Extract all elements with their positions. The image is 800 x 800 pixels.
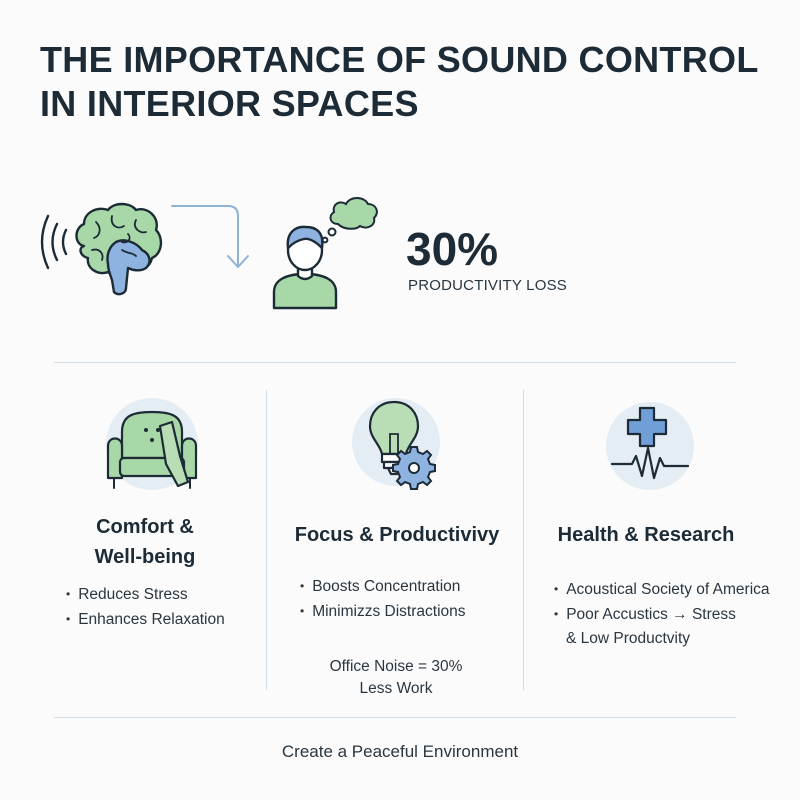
list-item: Boosts Concentration bbox=[300, 575, 466, 600]
armchair-icon bbox=[106, 398, 198, 490]
list-item: Minimizzs Distractions bbox=[300, 600, 465, 625]
list-item: Acoustical Society of America bbox=[554, 578, 769, 603]
list-item: Enhances Relaxation bbox=[66, 608, 225, 633]
page-title: THE IMPORTANCE OF SOUND CONTROL IN INTER… bbox=[40, 39, 758, 124]
thought-bubble-icon bbox=[321, 197, 378, 244]
column-title-focus: Focus & Productivivy bbox=[294, 524, 500, 546]
top-divider bbox=[54, 362, 736, 363]
column-divider-right bbox=[523, 390, 524, 690]
stat-value: 30% bbox=[406, 223, 499, 275]
stat-label: PRODUCTIVITY LOSS bbox=[408, 277, 567, 294]
person-icon bbox=[272, 225, 338, 310]
focus-note: Office Noise = 30% Less Work bbox=[329, 658, 463, 697]
list-item: Poor Accustics → Stress bbox=[554, 603, 770, 628]
lightbulb-gear-icon bbox=[352, 398, 440, 490]
bottom-divider bbox=[54, 717, 736, 718]
footer-tagline: Create a Peaceful Environment bbox=[281, 742, 519, 761]
list-item-continuation: & Low Productvity bbox=[566, 630, 691, 647]
column-title-comfort: Comfort & Well-being bbox=[94, 516, 196, 568]
health-bullets: Acoustical Society of America Poor Accus… bbox=[554, 578, 770, 652]
column-title-health: Health & Research bbox=[557, 524, 735, 546]
brain-icon bbox=[75, 202, 163, 296]
comfort-bullets: Reduces Stress Enhances Relaxation bbox=[66, 583, 225, 632]
column-divider-left bbox=[266, 390, 267, 690]
arrow-icon bbox=[171, 205, 249, 268]
list-item: Reduces Stress bbox=[66, 583, 225, 608]
sound-waves-icon bbox=[40, 214, 68, 270]
focus-bullets: Boosts Concentration Minimizzs Distracti… bbox=[300, 575, 466, 625]
medical-cross-heartbeat-icon bbox=[606, 402, 694, 490]
